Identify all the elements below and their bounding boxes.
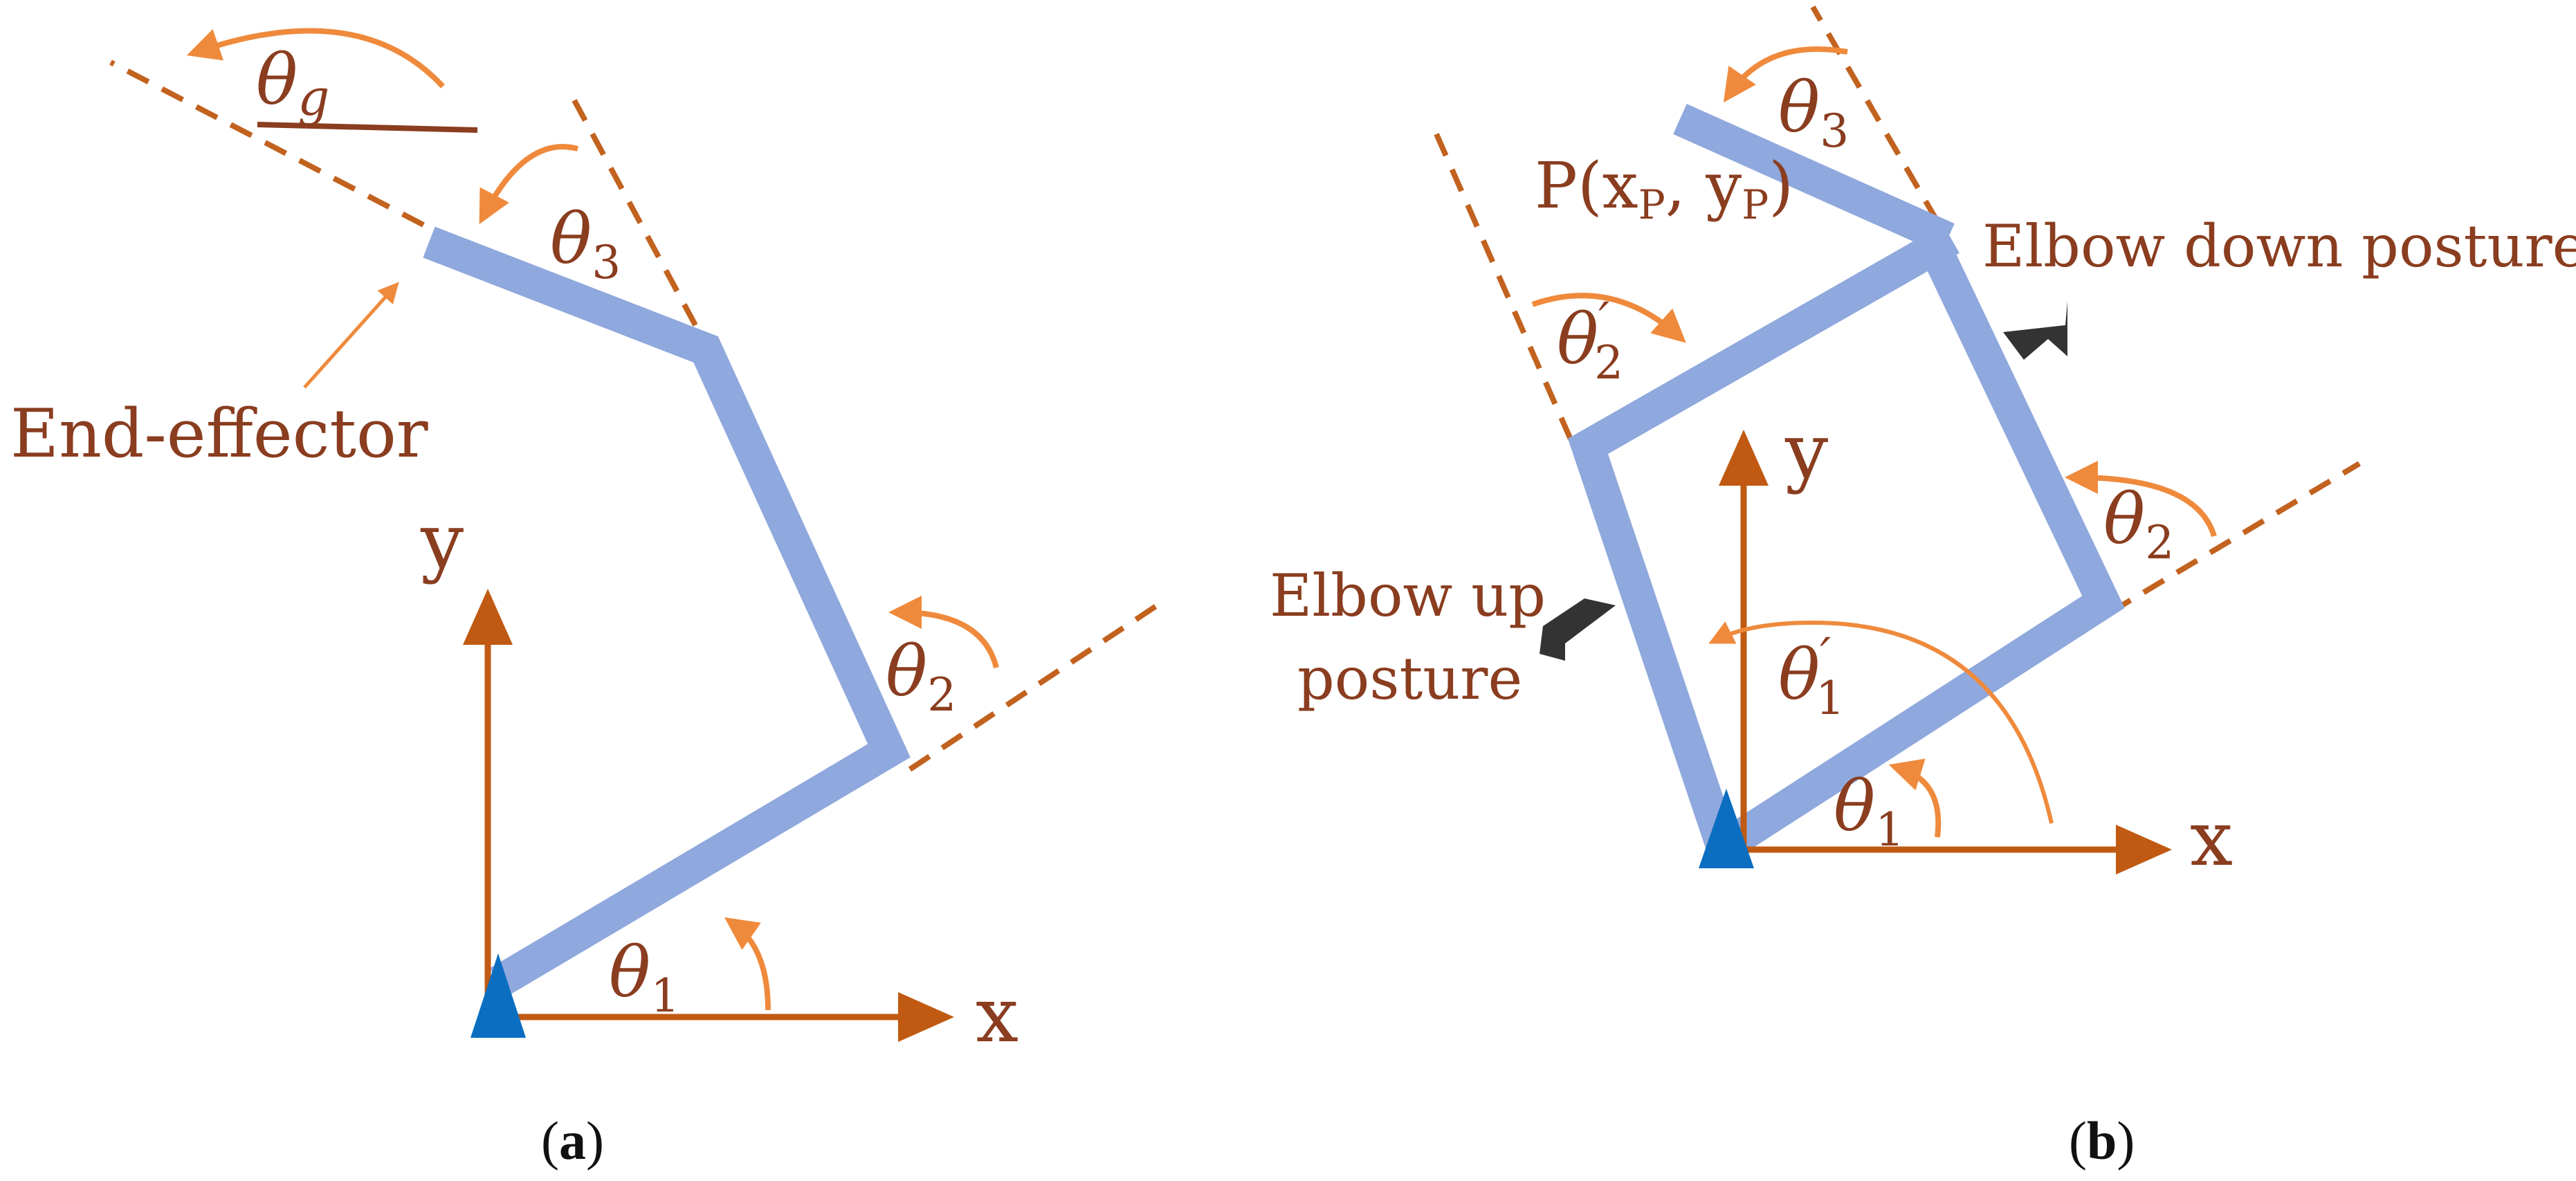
thetag-arrow-a <box>186 28 445 89</box>
arm-links-a <box>423 226 911 997</box>
x-axis-label-b: x <box>2190 794 2233 883</box>
arm-links-elbow-down <box>1713 231 2125 862</box>
horizontal-ref-line <box>257 122 478 133</box>
end-effector-label: End-effector <box>10 395 428 473</box>
x-axis-label-a: x <box>976 971 1018 1059</box>
dashed-line-theta2-ref <box>908 599 1164 772</box>
dashed-line-theta3-ref-b <box>1810 5 1940 223</box>
y-axis-label-a: y <box>420 497 464 585</box>
last-link-b <box>1673 104 1955 254</box>
base-triangle-a <box>471 953 526 1038</box>
caption-a: (a) <box>541 1110 604 1171</box>
elbow-down-pointer-icon <box>2003 301 2067 360</box>
dashed-line-theta2-ref-b <box>2108 461 2362 615</box>
theta3-arrow-a <box>479 144 579 225</box>
theta1-arrow-b <box>1888 758 1942 838</box>
theta2-label-b: θ2 <box>2103 479 2174 569</box>
thetag-label-a: θg <box>256 39 329 127</box>
elbow-up-pointer-icon <box>1540 598 1616 661</box>
theta2-arrow-a <box>888 596 999 669</box>
theta3-label-a: θ3 <box>550 199 621 289</box>
theta1-label-a: θ1 <box>609 932 679 1023</box>
theta2-label-a: θ2 <box>886 631 956 722</box>
elbow-up-label-line2: posture <box>1297 645 1522 713</box>
theta2-arrow-b <box>2065 461 2217 538</box>
base-triangle-b <box>1699 789 1754 868</box>
theta1prime-arrow-b <box>1708 620 2054 824</box>
caption-b: (b) <box>2069 1110 2135 1171</box>
theta1-arrow-a <box>724 917 771 1011</box>
y-axis-label-b: y <box>1784 407 1828 495</box>
elbow-up-label-line1: Elbow up <box>1270 562 1546 630</box>
elbow-down-label: Elbow down posture <box>1982 212 2576 280</box>
theta2prime-label-b: θ′2 <box>1557 292 1623 390</box>
theta1prime-label-b: θ′1 <box>1778 628 1845 725</box>
end-effector-pointer <box>303 282 399 389</box>
theta2prime-arrow-b <box>1531 293 1686 343</box>
theta1-label-b: θ1 <box>1834 766 1904 857</box>
theta3-arrow-b <box>1723 46 1848 103</box>
panel-b: y x θ1 θ′1 θ2 θ′2 θ3 P(xP, yP) Elbow dow… <box>1270 5 2576 1171</box>
dashed-line-theta2prime-ref-b <box>1429 123 1573 441</box>
theta3-label-b: θ3 <box>1778 67 1849 158</box>
dashed-line-theta3-ref <box>572 99 698 327</box>
panel-a: y x θ1 θ2 θ3 θg End-effector (a) <box>10 28 1164 1171</box>
dashed-line-thetag-ref <box>109 59 425 228</box>
point-label-b: P(xP, yP) <box>1535 149 1793 228</box>
arm-links-elbow-up <box>1567 224 1960 853</box>
